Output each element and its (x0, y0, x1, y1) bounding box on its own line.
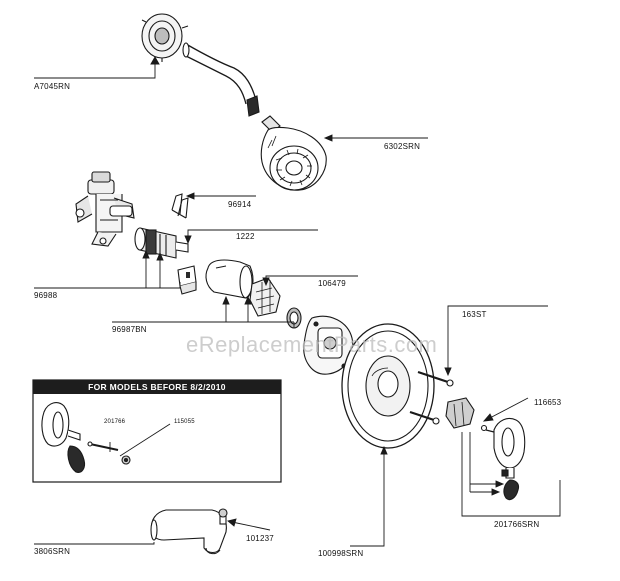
diverter-knob (218, 508, 228, 525)
label-106479: 106479 (318, 279, 346, 288)
mounting-bracket (303, 315, 354, 375)
label-163st: 163ST (462, 310, 487, 319)
label-3806srn: 3806SRN (34, 547, 71, 556)
handle-adapter (445, 397, 495, 433)
inset-label-201766: 201766 (104, 419, 126, 425)
watermark: eReplacementParts.com (186, 332, 438, 357)
screws (409, 370, 454, 425)
label-201766srn: 201766SRN (494, 520, 540, 529)
inset-title: FOR MODELS BEFORE 8/2/2010 (33, 380, 281, 394)
adapter-clip (177, 265, 197, 295)
shower-flange (141, 13, 189, 62)
inset-box (32, 379, 282, 483)
label-1222: 1222 (236, 232, 255, 241)
label-6302srn: 6302SRN (384, 142, 421, 151)
valve-body (75, 171, 135, 247)
ring-nut (286, 307, 302, 329)
label-116653: 116653 (534, 398, 562, 407)
retaining-clip (171, 193, 189, 219)
shower-head (260, 115, 327, 191)
label-96987bn: 96987BN (112, 325, 147, 334)
tub-spout (150, 509, 227, 555)
label-96988: 96988 (34, 291, 58, 300)
label-101237: 101237 (246, 534, 274, 543)
lever-handle (493, 417, 526, 501)
trim-plate (341, 323, 435, 449)
inset-label-115055: 115055 (174, 419, 195, 425)
cartridge (134, 227, 189, 259)
label-100998srn: 100998SRN (318, 549, 364, 558)
sleeve (205, 259, 254, 299)
label-a7045rn: A7045RN (34, 82, 71, 91)
shower-arm (182, 42, 260, 117)
label-96914: 96914 (228, 200, 252, 209)
